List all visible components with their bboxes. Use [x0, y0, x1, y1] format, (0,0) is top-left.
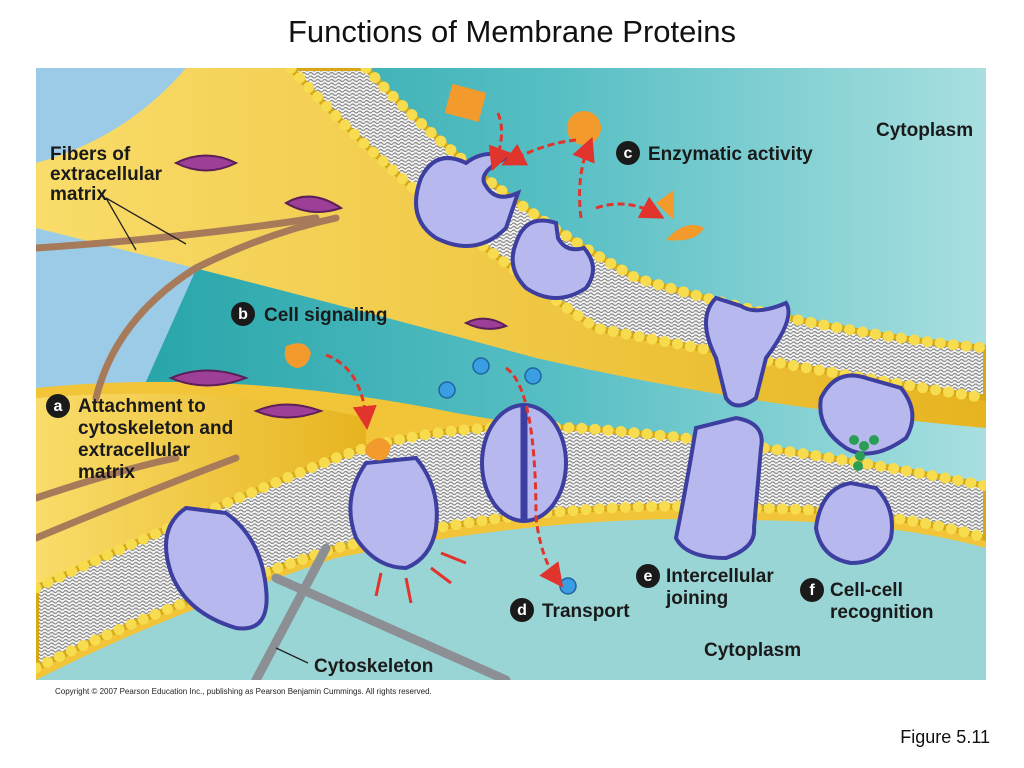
- joining-protein-lower: [673, 415, 764, 561]
- svg-text:Cell signaling: Cell signaling: [264, 305, 388, 326]
- recognition-protein-lower: [813, 480, 894, 566]
- badge-c: [616, 141, 640, 165]
- enzyme-protein-2: [510, 218, 595, 300]
- product-piece-1: [656, 190, 674, 220]
- svg-text:Transport: Transport: [542, 601, 630, 622]
- joining-protein-upper: [704, 295, 791, 408]
- transport-ions: [438, 357, 577, 595]
- ecm-fibers-label: Fibers of extracellular matrix: [50, 144, 167, 205]
- copyright-notice: Copyright © 2007 Pearson Education Inc.,…: [55, 687, 432, 696]
- page-title: Functions of Membrane Proteins: [288, 14, 736, 49]
- substrate-square: [444, 83, 487, 122]
- ecm-pointer-line: [105, 197, 187, 245]
- process-arrows: [325, 112, 665, 588]
- cytoskeleton-pointer-line: [275, 647, 309, 664]
- signal-molecule: [284, 343, 311, 368]
- cytoskeleton-rods: [251, 543, 511, 680]
- function-c: c Enzymatic activity: [616, 141, 813, 165]
- svg-text:f: f: [809, 582, 815, 599]
- membrane-protein-diagram: Cytoplasm Cytoplasm Fibers of extracellu…: [36, 68, 986, 680]
- svg-text:d: d: [517, 602, 527, 619]
- badge-d: [510, 598, 534, 622]
- recognition-protein-upper: [818, 373, 915, 456]
- svg-text:a: a: [54, 398, 63, 415]
- svg-text:Cell-cell recognition: Cell-cell recognition: [830, 580, 933, 623]
- badge-a: [46, 394, 70, 418]
- bound-signal-molecule: [365, 438, 391, 461]
- badge-e: [636, 564, 660, 588]
- membrane-proteins: [164, 152, 915, 631]
- svg-text:e: e: [644, 568, 653, 585]
- attachment-protein: [164, 505, 269, 631]
- badge-b: [231, 302, 255, 326]
- function-e: e Intercellular joining: [636, 564, 779, 609]
- signal-receptor-protein: [348, 455, 439, 571]
- signal-transduction-marks: [374, 551, 467, 604]
- svg-text:Intercellular joining: Intercellular joining: [665, 566, 779, 609]
- product-piece-2: [666, 224, 704, 241]
- function-f: f Cell-cell recognition: [800, 578, 933, 623]
- substrate-circle: [567, 111, 601, 145]
- svg-text:Attachment to cytoskelet: Attachment to cytoskeleton and extracell…: [78, 396, 239, 483]
- function-a: a Attachment to cytoskeleton and extrace…: [46, 394, 239, 483]
- glycoprotein-carbohydrate: [849, 435, 879, 471]
- svg-text:Enzymatic activity: Enzymatic activity: [648, 144, 813, 165]
- svg-text:c: c: [624, 145, 633, 162]
- svg-text:b: b: [238, 306, 248, 323]
- figure-number: Figure 5.11: [900, 727, 990, 747]
- cytoplasm-label-top: Cytoplasm: [876, 120, 973, 141]
- ecm-fibers: [36, 214, 340, 542]
- function-b: b Cell signaling: [231, 302, 388, 326]
- cytoskeleton-label: Cytoskeleton: [314, 656, 433, 677]
- function-d: d Transport: [510, 598, 630, 622]
- glycolipid-shapes: [168, 154, 509, 419]
- badge-f: [800, 578, 824, 602]
- cytoplasm-label-bottom: Cytoplasm: [704, 640, 801, 661]
- ecm-pointer-line: [105, 197, 137, 251]
